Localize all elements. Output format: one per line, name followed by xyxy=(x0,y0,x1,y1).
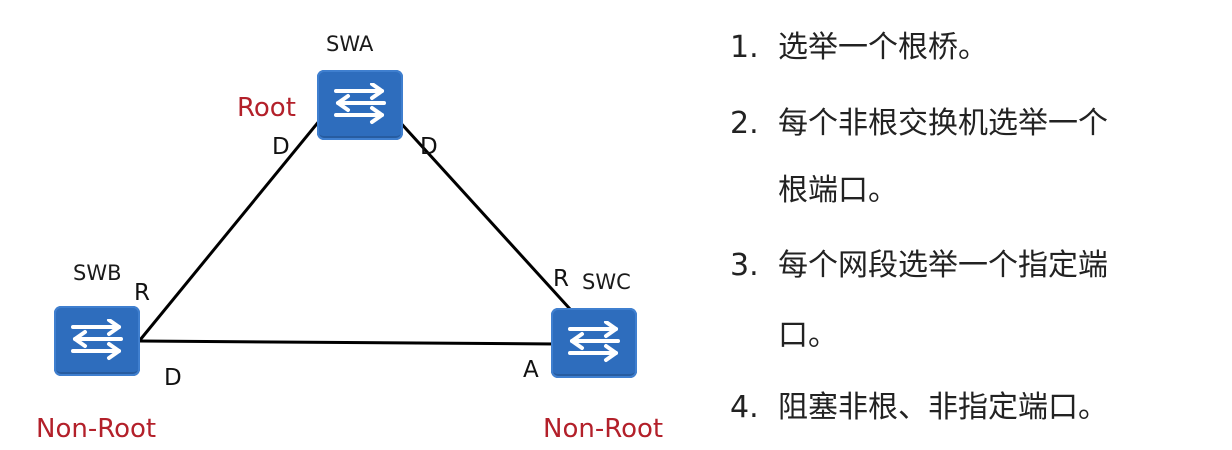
step-3: 3. 每个网段选举一个指定端 xyxy=(730,240,1108,284)
step-text: 每个非根交换机选举一个 xyxy=(778,106,1108,141)
step-number: 4. xyxy=(730,390,759,425)
step-3-continuation: 口。 xyxy=(778,318,838,353)
step-text: 选举一个根桥。 xyxy=(778,30,988,65)
link-swa-swc xyxy=(396,118,582,322)
swb-port-right: D xyxy=(164,365,182,391)
swc-port-top: R xyxy=(553,266,569,292)
swa-port-left: D xyxy=(272,134,290,160)
step-number: 1. xyxy=(730,30,759,65)
switch-swb xyxy=(54,306,140,376)
switch-icon xyxy=(568,321,620,362)
swb-role-label: Non-Root xyxy=(36,414,157,444)
swa-name: SWA xyxy=(326,32,374,56)
swb-port-top: R xyxy=(134,280,150,306)
step-1: 1. 选举一个根桥。 xyxy=(730,22,988,66)
step-2-continuation: 根端口。 xyxy=(778,173,898,208)
swa-port-right: D xyxy=(420,134,438,160)
step-number: 2. xyxy=(730,106,759,141)
step-text: 阻塞非根、非指定端口。 xyxy=(778,390,1108,425)
switch-icon xyxy=(71,319,123,360)
switch-swa xyxy=(317,70,403,140)
swc-role-label: Non-Root xyxy=(543,414,664,444)
swa-role-label: Root xyxy=(237,93,296,123)
swc-port-left: A xyxy=(523,357,539,383)
link-swb-swc xyxy=(139,339,557,346)
swc-name: SWC xyxy=(582,270,631,294)
switch-icon xyxy=(334,83,386,124)
swb-name: SWB xyxy=(73,261,122,285)
link-swa-swb xyxy=(138,119,322,341)
switch-swc xyxy=(551,308,637,378)
step-4: 4. 阻塞非根、非指定端口。 xyxy=(730,382,1108,426)
step-2: 2. 每个非根交换机选举一个 xyxy=(730,98,1108,142)
step-text: 每个网段选举一个指定端 xyxy=(778,248,1108,283)
step-number: 3. xyxy=(730,248,759,283)
